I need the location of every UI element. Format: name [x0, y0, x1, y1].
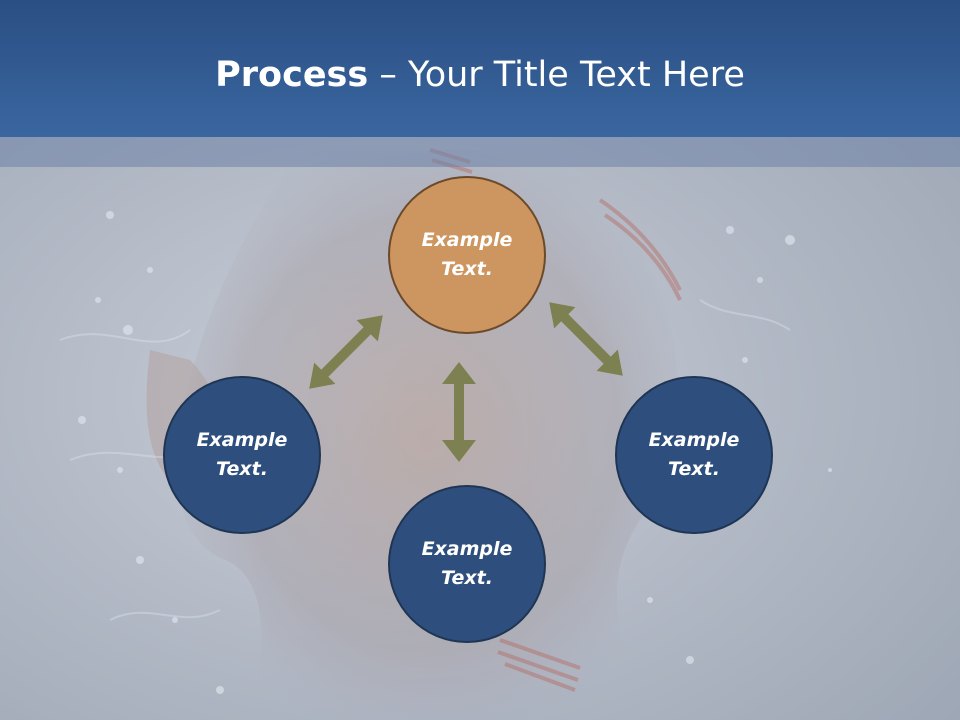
slide-title-rest: – Your Title Text Here — [368, 55, 745, 95]
process-node-left[interactable]: Example Text. — [163, 376, 321, 534]
title-sub-band — [0, 137, 960, 167]
process-node-top-label: Example Text. — [421, 229, 513, 280]
process-node-bottom[interactable]: Example Text. — [388, 485, 546, 643]
slide-title-bold: Process — [215, 55, 369, 95]
process-node-right[interactable]: Example Text. — [615, 376, 773, 534]
slide-title: Process – Your Title Text Here — [0, 52, 960, 98]
title-bar — [0, 0, 960, 137]
process-node-top[interactable]: Example Text. — [388, 176, 546, 334]
arrow-top-right — [549, 302, 623, 376]
process-node-left-label: Example Text. — [196, 429, 288, 480]
arrow-vertical — [442, 362, 476, 462]
arrow-top-left — [309, 315, 383, 389]
process-node-right-label: Example Text. — [648, 429, 740, 480]
process-node-bottom-label: Example Text. — [421, 538, 513, 589]
